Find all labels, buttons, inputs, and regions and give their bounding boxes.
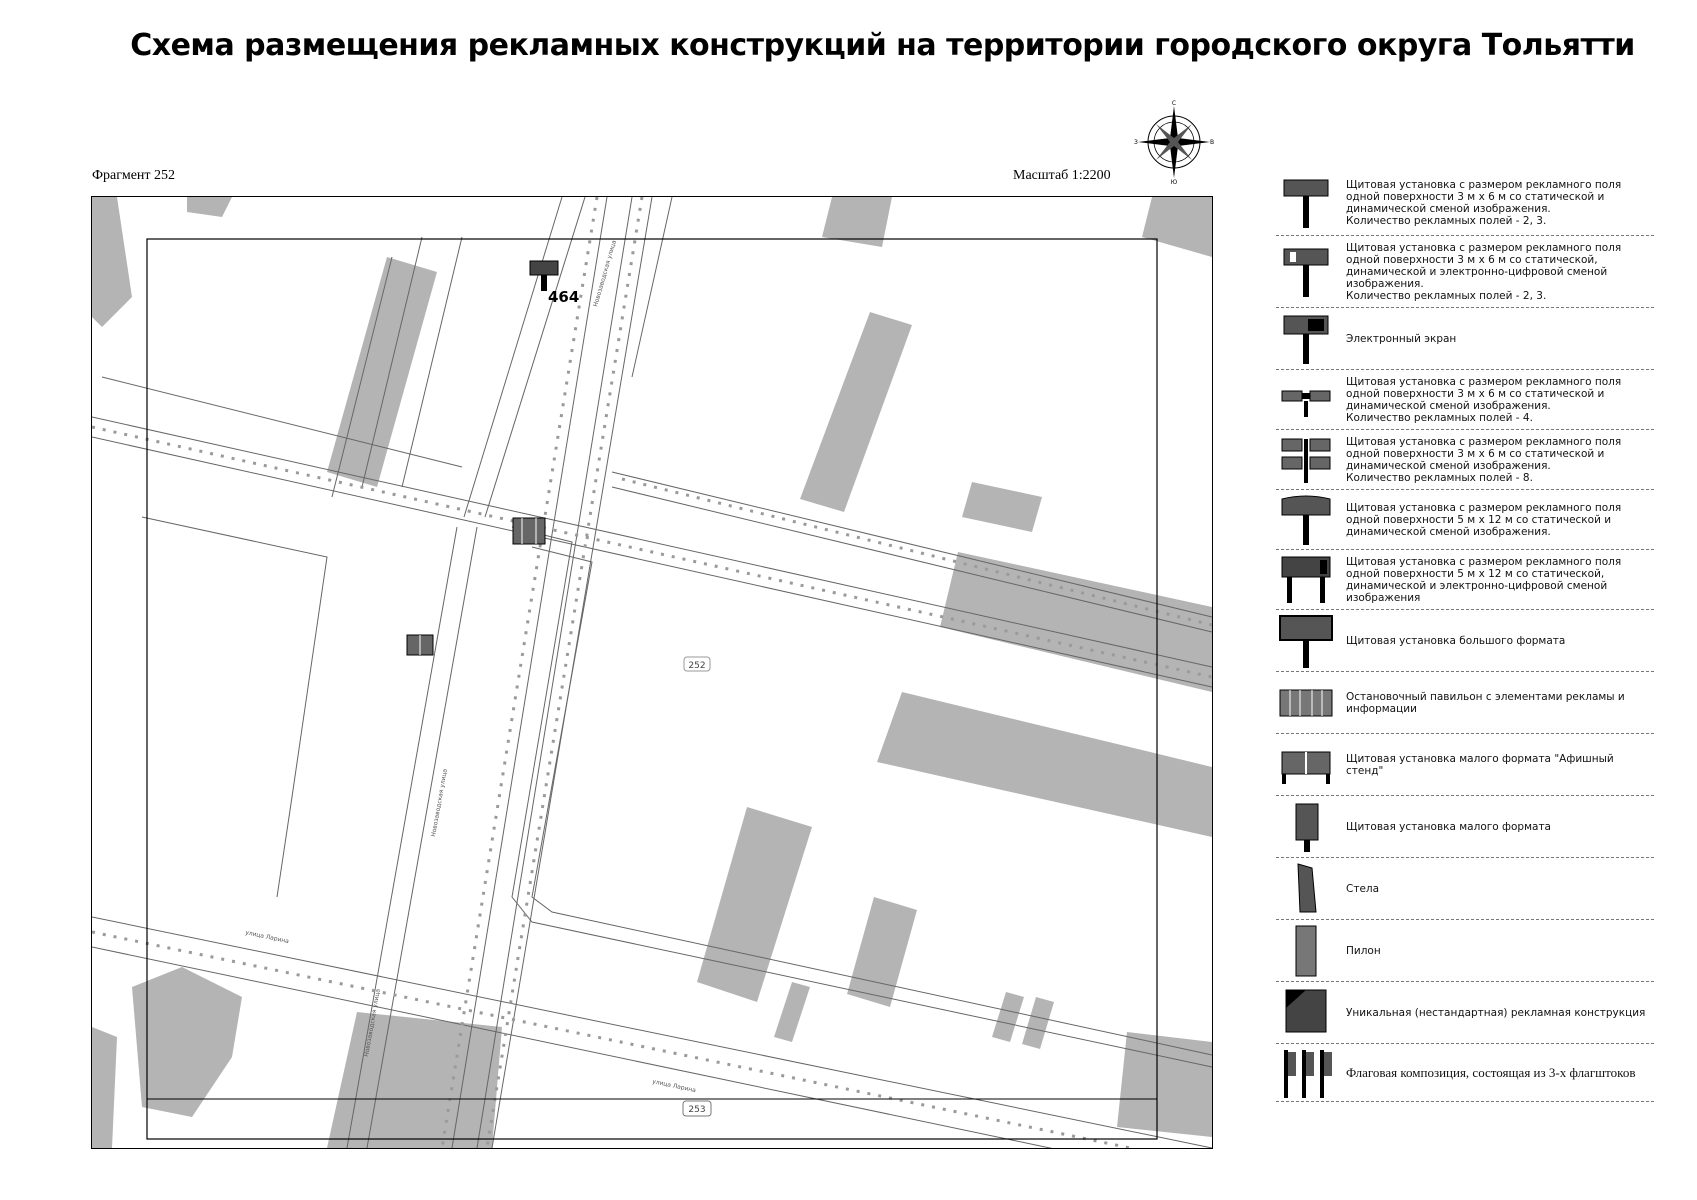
- legend-item-label: Флаговая композиция, состоящая из 3-х фл…: [1346, 1065, 1636, 1080]
- legend-item: Щитовая установка с размером рекламного …: [1276, 490, 1654, 550]
- building: [992, 992, 1024, 1042]
- billboard-5x12-icon: [1276, 491, 1338, 549]
- legend-item-label: Щитовая установка с размером рекламного …: [1346, 501, 1622, 538]
- legend-item-label: Уникальная (нестандартная) рекламная кон…: [1346, 1006, 1646, 1019]
- flag-composition-icon: [1276, 1044, 1338, 1102]
- building: [92, 1027, 117, 1148]
- legend-item: Щитовая установка с размером рекламного …: [1276, 170, 1654, 236]
- legend-item-label: Щитовая установка малого формата: [1346, 820, 1551, 833]
- legend-item: Стела: [1276, 858, 1654, 920]
- compass-north: С: [1172, 100, 1176, 107]
- bus-stop-pavilion-icon: [1276, 674, 1338, 732]
- billboard-8-fields-icon: [1276, 431, 1338, 489]
- building: [847, 897, 917, 1007]
- building: [940, 552, 1212, 692]
- buildings: [92, 197, 1212, 1148]
- pylon-icon: [1276, 922, 1338, 980]
- legend-item: Электронный экран: [1276, 308, 1654, 370]
- legend-item: Остановочный павильон с элементами рекла…: [1276, 672, 1654, 734]
- legend-item-label: Стела: [1346, 882, 1380, 895]
- map-noise: [92, 197, 1212, 1148]
- legend-item-label: Щитовая установка с размером рекламного …: [1346, 241, 1622, 302]
- electronic-screen-icon: [1276, 310, 1338, 368]
- legend-item: Щитовая установка с размером рекламного …: [1276, 430, 1654, 490]
- fragment-number-252[interactable]: 252: [683, 656, 711, 672]
- fragment-boundary: [146, 238, 1158, 1140]
- compass-south: Ю: [1171, 179, 1178, 184]
- legend-item: Щитовая установка с размером рекламного …: [1276, 550, 1654, 610]
- building: [800, 312, 912, 512]
- building: [877, 692, 1212, 837]
- building: [187, 197, 232, 217]
- legend-item-label: Щитовая установка с размером рекламного …: [1346, 435, 1622, 484]
- building: [774, 982, 810, 1042]
- poster-stand-marker[interactable]: [406, 634, 434, 656]
- legend-item-label: Щитовая установка с размером рекламного …: [1346, 555, 1622, 604]
- billboard-3x6-digital-icon: [1276, 243, 1338, 301]
- compass-east: В: [1210, 139, 1214, 146]
- compass-west: З: [1134, 139, 1138, 146]
- road-network: [92, 197, 1212, 1148]
- fragment-number-253[interactable]: 253: [682, 1100, 712, 1117]
- small-format-icon: [1276, 798, 1338, 856]
- billboard-3x6-icon: [1276, 174, 1338, 232]
- poster-stand-icon: [1276, 736, 1338, 794]
- cross-street-label-right: улица Ларина: [652, 1078, 697, 1094]
- legend-item-label: Щитовая установка с размером рекламного …: [1346, 375, 1622, 424]
- stele-icon: [1276, 860, 1338, 918]
- construction-marker-464[interactable]: [529, 260, 559, 291]
- legend-item: Флаговая композиция, состоящая из 3-х фл…: [1276, 1044, 1654, 1102]
- page-title: Схема размещения рекламных конструкций н…: [130, 28, 1635, 63]
- legend-item: Щитовая установка малого формата "Афишны…: [1276, 734, 1654, 796]
- fragment-number-label: 252: [688, 661, 705, 671]
- legend-item-label: Щитовая установка с размером рекламного …: [1346, 178, 1622, 227]
- scale-label: Масштаб 1:2200: [1013, 168, 1111, 183]
- street-label-top: Новозаводская улица: [592, 239, 618, 307]
- building: [327, 1012, 502, 1148]
- legend-item-label: Пилон: [1346, 944, 1381, 957]
- building: [327, 257, 437, 487]
- legend-item: Пилон: [1276, 920, 1654, 982]
- legend-item: Щитовая установка с размером рекламного …: [1276, 236, 1654, 308]
- legend-item-label: Щитовая установка малого формата "Афишны…: [1346, 752, 1614, 777]
- legend-item-label: Электронный экран: [1346, 332, 1457, 345]
- construction-number-label: 464: [548, 288, 579, 306]
- building: [697, 807, 812, 1002]
- building: [1022, 997, 1054, 1049]
- billboard-4-fields-icon: [1276, 371, 1338, 429]
- fragment-label: Фрагмент 252: [92, 168, 176, 183]
- legend-item-label: Щитовая установка большого формата: [1346, 634, 1566, 647]
- billboard-5x12-digital-icon: [1276, 551, 1338, 609]
- building: [1142, 197, 1212, 257]
- legend-item-label: Остановочный павильон с элементами рекла…: [1346, 690, 1625, 715]
- legend: Щитовая установка с размером рекламного …: [1276, 170, 1654, 1102]
- cross-street-label-left: улица Ларина: [245, 929, 290, 945]
- legend-item: Уникальная (нестандартная) рекламная кон…: [1276, 982, 1654, 1044]
- building: [92, 197, 132, 327]
- legend-item: Щитовая установка малого формата: [1276, 796, 1654, 858]
- building: [822, 197, 892, 247]
- legend-item: Щитовая установка с размером рекламного …: [1276, 370, 1654, 430]
- unique-construction-icon: [1276, 984, 1338, 1042]
- large-format-icon: [1276, 612, 1338, 670]
- building: [1117, 1032, 1212, 1137]
- bus-stop-pavilion-marker[interactable]: [512, 517, 546, 545]
- legend-item: Щитовая установка большого формата: [1276, 610, 1654, 672]
- map-fragment[interactable]: 464 252 253 Новозаводская улица Новозаво…: [91, 196, 1213, 1149]
- compass-rose-icon: С Ю З В: [1132, 100, 1216, 186]
- building: [962, 482, 1042, 532]
- building: [132, 967, 242, 1117]
- fragment-number-label: 253: [688, 1105, 705, 1115]
